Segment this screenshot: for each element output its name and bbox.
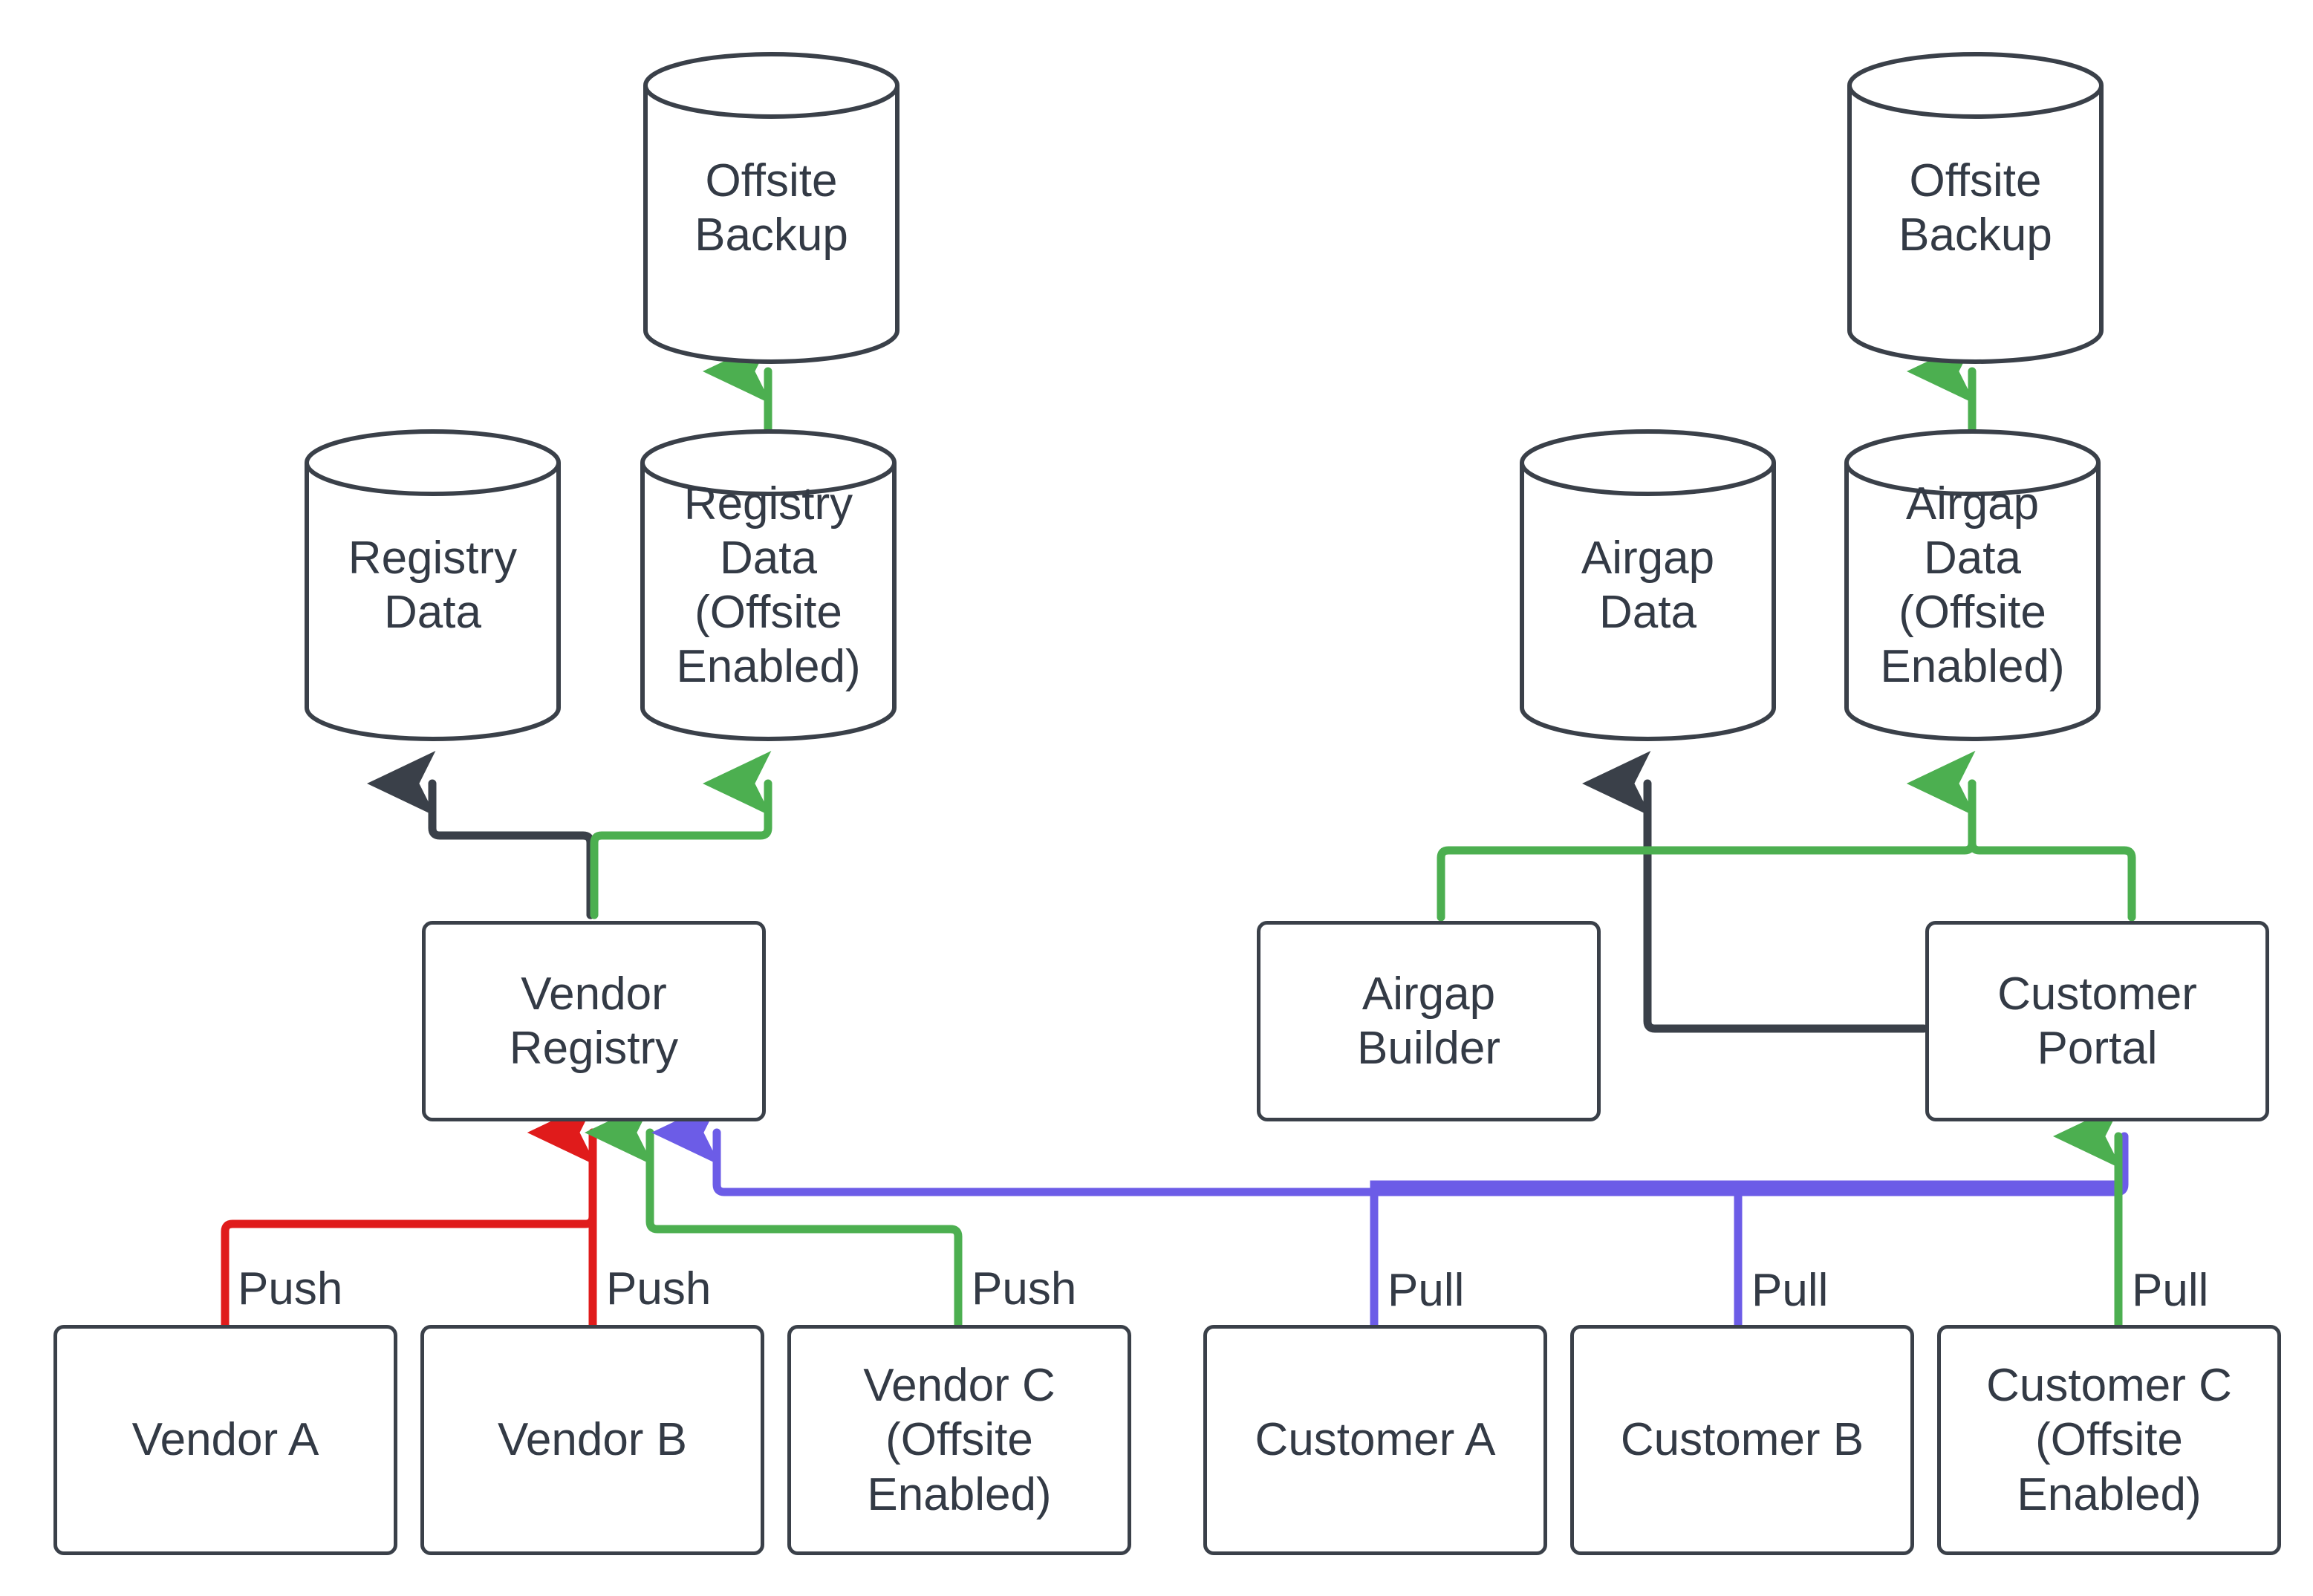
node-vendor-c[interactable]: Vendor C (Offsite Enabled) — [787, 1325, 1131, 1555]
cylinder-shape — [640, 429, 897, 741]
node-label: Airgap Data — [1581, 532, 1715, 638]
node-label: Offsite Backup — [694, 154, 848, 261]
edge-label-vendor-b-push: Push — [603, 1263, 715, 1315]
node-airgap-builder[interactable]: Airgap Builder — [1257, 921, 1601, 1121]
edge-customer-a-pull — [1370, 1180, 2123, 1329]
cylinder-shape — [1847, 52, 2104, 364]
edge-label-customer-b-pull: Pull — [1748, 1264, 1832, 1317]
node-offsite-backup-right[interactable]: Offsite Backup — [1847, 52, 2104, 364]
edge-vendor-registry-to-registry-data-offsite — [590, 751, 772, 919]
edge-label-customer-c-pull: Pull — [2129, 1264, 2212, 1317]
cylinder-shape — [305, 429, 561, 741]
node-label: Offsite Backup — [1899, 154, 2052, 261]
cylinder-shape — [643, 52, 900, 364]
cylinder-shape — [1520, 429, 1776, 741]
edge-airgap-builder-to-airgap-data-offsite — [1437, 751, 1977, 922]
node-offsite-backup-left[interactable]: Offsite Backup — [643, 52, 900, 364]
edge-label-vendor-c-push: Push — [969, 1263, 1080, 1315]
node-customer-a[interactable]: Customer A — [1203, 1325, 1547, 1555]
edge-vendor-c-push — [585, 1100, 963, 1329]
edge-customer-portal-to-vendor-registry — [651, 1100, 2129, 1196]
node-customer-portal[interactable]: Customer Portal — [1925, 921, 2269, 1121]
cylinder-shape — [1844, 429, 2101, 741]
node-label: Registry Data — [348, 532, 518, 638]
node-customer-b[interactable]: Customer B — [1570, 1325, 1914, 1555]
node-registry-data[interactable]: Registry Data — [305, 429, 561, 741]
node-customer-c[interactable]: Customer C (Offsite Enabled) — [1937, 1325, 2281, 1555]
node-label: Airgap Data (Offsite Enabled) — [1880, 478, 2065, 693]
node-vendor-registry[interactable]: Vendor Registry — [422, 921, 766, 1121]
edge-label-customer-a-pull: Pull — [1385, 1264, 1468, 1317]
node-registry-data-offsite[interactable]: Registry Data (Offsite Enabled) — [640, 429, 897, 741]
edge-customer-portal-to-airgap-data-offsite — [1907, 751, 2136, 922]
edge-customer-portal-to-airgap-data — [1582, 751, 1928, 1033]
node-airgap-data[interactable]: Airgap Data — [1520, 429, 1776, 741]
node-vendor-b[interactable]: Vendor B — [420, 1325, 764, 1555]
edge-vendor-registry-to-registry-data — [367, 751, 595, 919]
node-airgap-data-offsite[interactable]: Airgap Data (Offsite Enabled) — [1844, 429, 2101, 741]
node-vendor-a[interactable]: Vendor A — [53, 1325, 397, 1555]
node-label: Registry Data (Offsite Enabled) — [676, 478, 861, 693]
edge-label-vendor-a-push: Push — [235, 1263, 346, 1315]
